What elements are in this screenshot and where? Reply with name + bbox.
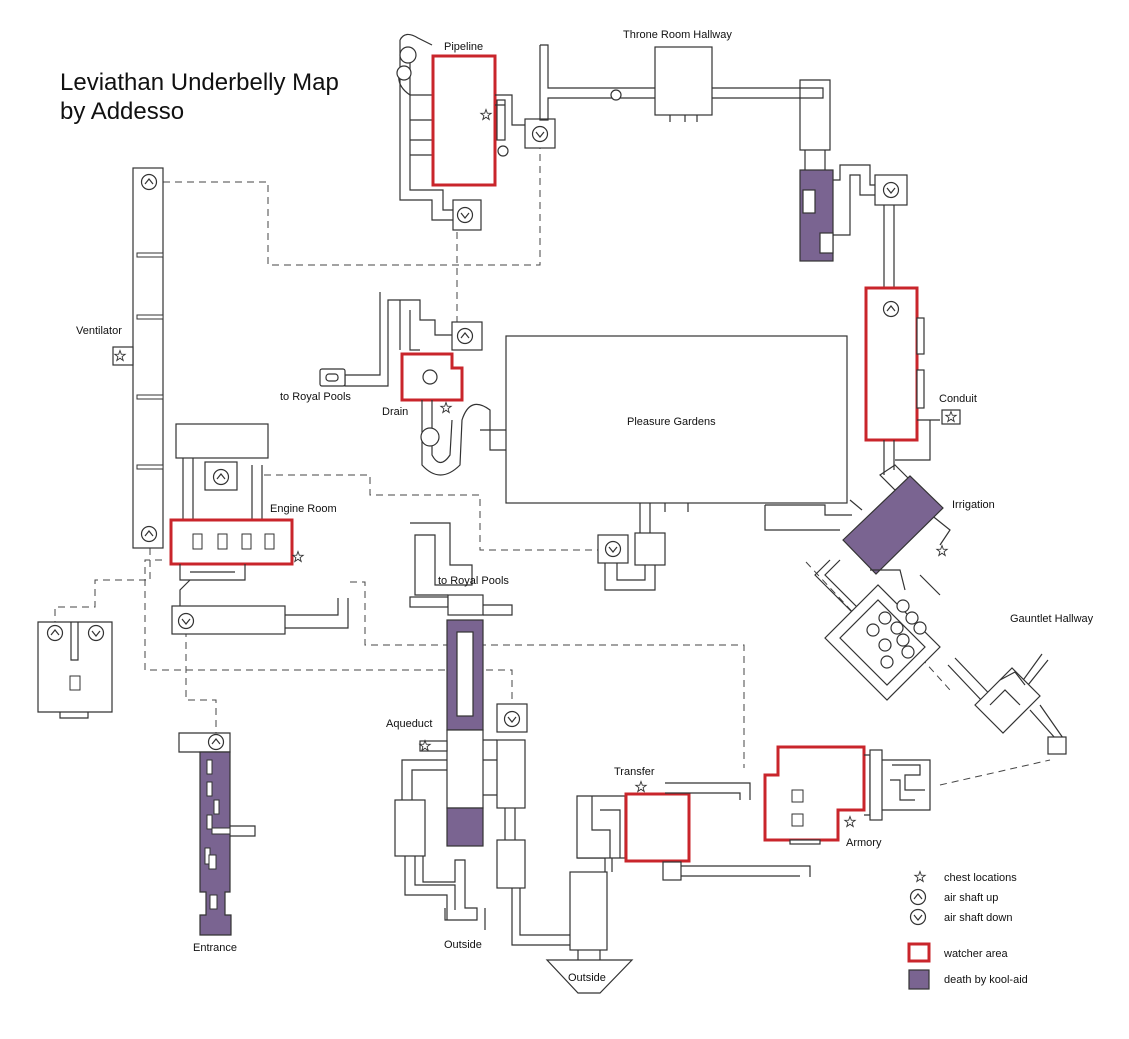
legend: chest locations air shaft up air shaft d… [907,871,1028,990]
conduit-area: Conduit [864,286,977,475]
kool-aid-area [842,475,944,575]
label-conduit: Conduit [939,393,977,405]
legend-item-label: watcher area [943,948,1008,960]
throne-room-hallway: Throne Room Hallway [539,29,908,288]
chevron-up-icon [212,468,230,486]
star-icon [635,781,647,792]
chevron-down-icon [177,612,195,630]
chevron-down-icon [456,206,474,224]
armory-area: Armory [763,745,931,849]
star-icon [914,871,926,882]
chevron-down-icon [87,624,105,642]
star-icon [844,816,856,827]
ventilator-area: Ventilator [76,167,164,549]
pipeline-area: Pipeline [396,33,556,231]
red-square-icon [907,942,931,963]
armory-watcher-room [763,745,866,842]
chevron-up-icon [140,525,158,543]
label-armory: Armory [846,837,882,849]
chevron-up-icon [140,173,158,191]
pleasure-gardens: Pleasure Gardens [505,335,848,591]
chevron-up-icon [882,300,900,318]
map-title-line2: by Addesso [60,98,184,125]
label-outside-2: Outside [568,972,606,984]
chevron-down-icon [909,908,927,926]
label-to-royal-pools-2: to Royal Pools [438,575,509,587]
irrigation-area: Irrigation [764,464,995,701]
star-icon [440,402,452,413]
star-icon [292,551,304,562]
chevron-up-icon [207,733,225,751]
label-to-royal-pools-1: to Royal Pools [280,391,351,403]
label-gauntlet-hallway: Gauntlet Hallway [1010,613,1094,625]
label-engine-room: Engine Room [270,503,337,515]
engine-room-area: Engine Room [169,423,349,635]
kool-aid-area [199,751,232,936]
outside-area: Outside [545,796,634,994]
label-throne-room-hallway: Throne Room Hallway [623,29,732,41]
map-title-line1: Leviathan Underbelly Map [60,69,339,96]
transfer-area: Transfer [576,766,811,881]
label-irrigation: Irrigation [952,499,995,511]
legend-item-label: chest locations [944,872,1017,884]
chevron-up-icon [909,888,927,906]
drain-area: to Royal Pools Drain [280,292,508,476]
label-drain: Drain [382,406,408,418]
label-pleasure-gardens: Pleasure Gardens [627,416,716,428]
purple-square-icon [908,969,930,990]
chevron-down-icon [503,710,521,728]
label-entrance: Entrance [193,942,237,954]
chevron-down-icon [531,125,549,143]
legend-item-label: air shaft up [944,892,998,904]
legend-item-label: air shaft down [944,912,1012,924]
label-pipeline: Pipeline [444,41,483,53]
engine-room-watcher-room [169,518,294,566]
chevron-down-icon [604,540,622,558]
kool-aid-area [446,807,484,847]
label-ventilator: Ventilator [76,325,122,337]
chevron-up-icon [456,327,474,345]
entrance-area: Entrance [178,732,256,954]
label-aqueduct: Aqueduct [386,718,432,730]
pipeline-watcher-room [431,54,497,187]
legend-item-label: death by kool-aid [944,974,1028,986]
left-lower-room [37,621,113,719]
chevron-down-icon [882,181,900,199]
label-outside-1: Outside [444,939,482,951]
label-transfer: Transfer [614,766,655,778]
star-icon [936,545,948,556]
transfer-watcher-room [624,792,691,863]
aqueduct-area: to Royal Pools Aqueduct Outside [386,522,570,951]
chevron-up-icon [46,624,64,642]
gauntlet-hallway: Gauntlet Hallway [947,613,1094,755]
